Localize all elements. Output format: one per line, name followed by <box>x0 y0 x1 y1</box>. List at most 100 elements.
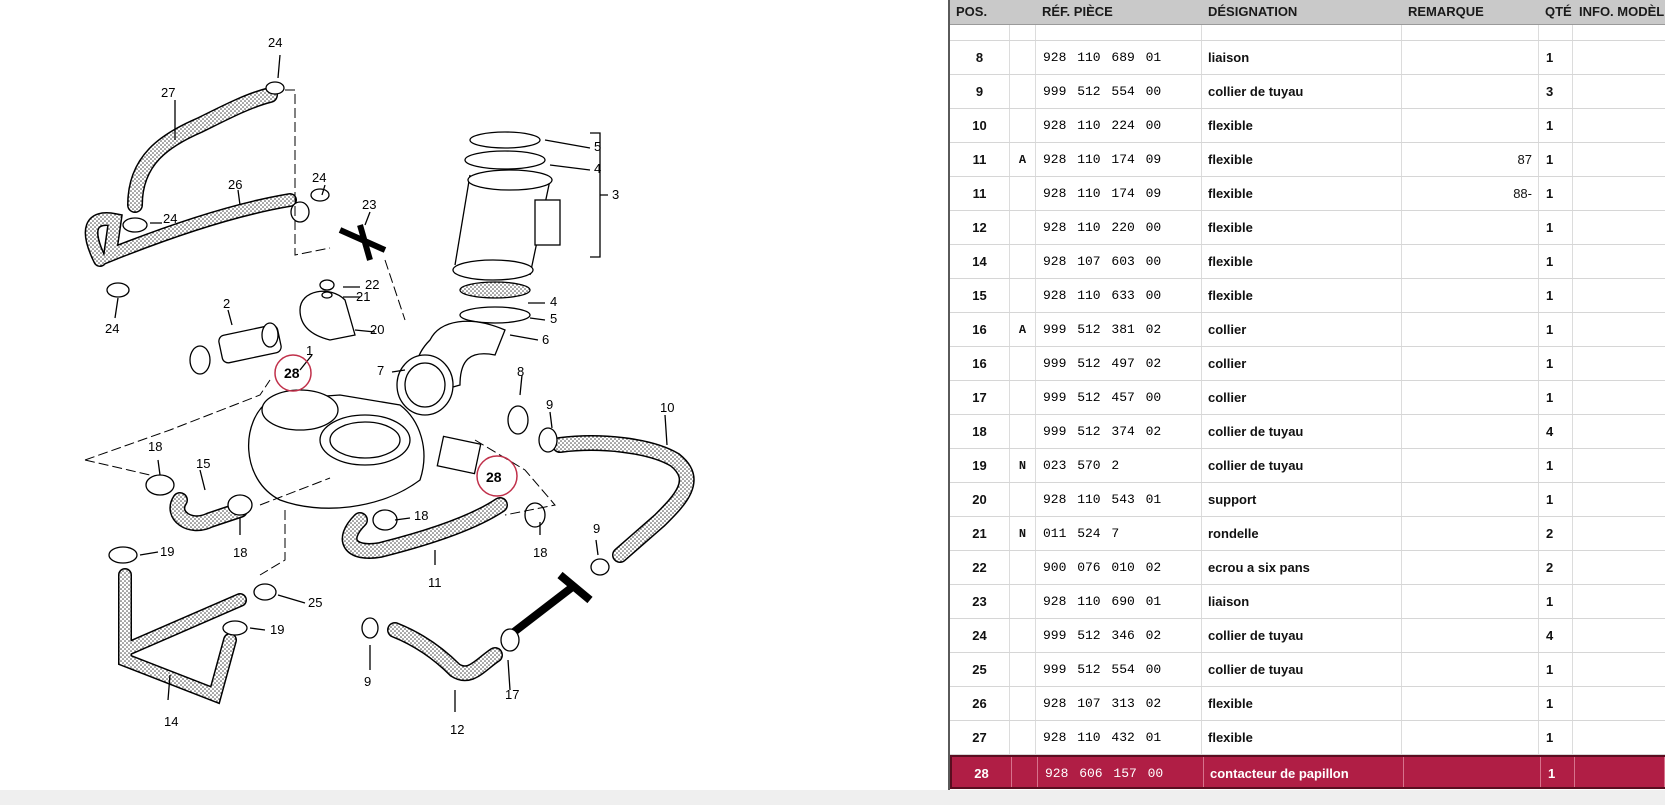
cell-remarque <box>1402 551 1539 584</box>
cell-info-modele <box>1573 415 1665 448</box>
callout-28-highlighted[interactable]: 28 <box>284 365 300 381</box>
callout-27[interactable]: 27 <box>161 85 176 100</box>
cell-remarque <box>1402 279 1539 312</box>
column-header-designation[interactable]: DÉSIGNATION <box>1208 4 1298 19</box>
cell-designation: collier de tuyau <box>1202 75 1402 108</box>
highlight-circle-28b <box>476 455 518 497</box>
cell-ref: 928 107 603 00 <box>1036 245 1202 278</box>
cell-designation: ecrou a six pans <box>1202 551 1402 584</box>
callout-5[interactable]: 5 <box>550 311 558 326</box>
cell-remarque <box>1402 381 1539 414</box>
cell-pos: 18 <box>950 415 1010 448</box>
callout-18[interactable]: 18 <box>233 545 248 560</box>
callout-18[interactable]: 18 <box>533 545 548 560</box>
cell-code: N <box>1010 517 1036 550</box>
cell-ref: 928 110 174 09 <box>1036 177 1202 210</box>
cell-info-modele <box>1573 211 1665 244</box>
callout-20[interactable]: 20 <box>370 322 385 337</box>
callout-19[interactable]: 19 <box>160 544 175 559</box>
cell-qty: 1 <box>1539 483 1573 516</box>
cell-remarque <box>1402 721 1539 754</box>
cell-pos: 19 <box>950 449 1010 482</box>
cell-ref: 011 524 7 <box>1036 517 1202 550</box>
cell-remarque <box>1402 211 1539 244</box>
cell-info-modele <box>1573 687 1665 720</box>
callout-23[interactable]: 23 <box>362 197 377 212</box>
callout-15[interactable]: 15 <box>196 456 211 471</box>
callout-7[interactable]: 7 <box>377 363 385 378</box>
column-header-info-modele[interactable]: INFO. MODÈLE <box>1579 4 1665 19</box>
cell-designation: contacteur de papillon <box>1204 757 1404 787</box>
callout-24[interactable]: 24 <box>268 35 283 50</box>
column-header-pos[interactable]: POS. <box>956 4 988 19</box>
callout-10[interactable]: 10 <box>660 400 675 415</box>
cell-remarque <box>1402 109 1539 142</box>
callout-12[interactable]: 12 <box>450 722 465 737</box>
cell-info-modele <box>1573 449 1665 482</box>
callout-4[interactable]: 4 <box>550 294 558 309</box>
callout-22[interactable]: 22 <box>365 277 380 292</box>
callout-24[interactable]: 24 <box>163 211 178 226</box>
callout-11[interactable]: 11 <box>428 575 442 590</box>
cell-designation: liaison <box>1202 41 1402 74</box>
callout-17[interactable]: 17 <box>505 687 520 702</box>
callout-8[interactable]: 8 <box>517 364 525 379</box>
callout-9[interactable]: 9 <box>546 397 554 412</box>
callout-9[interactable]: 9 <box>593 521 601 536</box>
callout-28-highlighted[interactable]: 28 <box>486 469 502 485</box>
cell-ref: 999 512 554 00 <box>1036 653 1202 686</box>
callout-21[interactable]: 21 <box>356 289 371 304</box>
cell-qty: 1 <box>1539 687 1573 720</box>
cell-remarque <box>1402 483 1539 516</box>
throttle-switch <box>436 435 482 475</box>
callout-9[interactable]: 9 <box>364 674 372 689</box>
callout-3[interactable]: 3 <box>612 187 620 202</box>
callout-19[interactable]: 19 <box>270 622 285 637</box>
cell-pos: 10 <box>950 109 1010 142</box>
column-header-remarque[interactable]: REMARQUE <box>1408 4 1484 19</box>
callout-26[interactable]: 26 <box>228 177 243 192</box>
column-header-ref[interactable]: RÉF. PIÈCE <box>1042 4 1113 19</box>
callout-14[interactable]: 14 <box>164 714 179 729</box>
callout-24[interactable]: 24 <box>105 321 120 336</box>
callout-4[interactable]: 4 <box>594 161 602 176</box>
callout-18[interactable]: 18 <box>414 508 429 523</box>
cell-ref: 928 110 690 01 <box>1036 585 1202 618</box>
callout-1[interactable]: 1 <box>306 343 314 358</box>
callout-25[interactable]: 25 <box>308 595 323 610</box>
callout-24[interactable]: 24 <box>312 170 327 185</box>
cell-code <box>1010 347 1036 380</box>
cell-info-modele <box>1573 721 1665 754</box>
cell-designation: collier <box>1202 381 1402 414</box>
callout-6[interactable]: 6 <box>542 332 550 347</box>
column-header-qty[interactable]: QTÉ <box>1545 4 1572 19</box>
callout-18[interactable]: 18 <box>148 439 163 454</box>
connector-23 <box>338 224 387 261</box>
cell-code: A <box>1010 313 1036 346</box>
callout-5[interactable]: 5 <box>594 139 602 154</box>
cell-qty: 1 <box>1539 653 1573 686</box>
callout-2[interactable]: 2 <box>223 296 231 311</box>
